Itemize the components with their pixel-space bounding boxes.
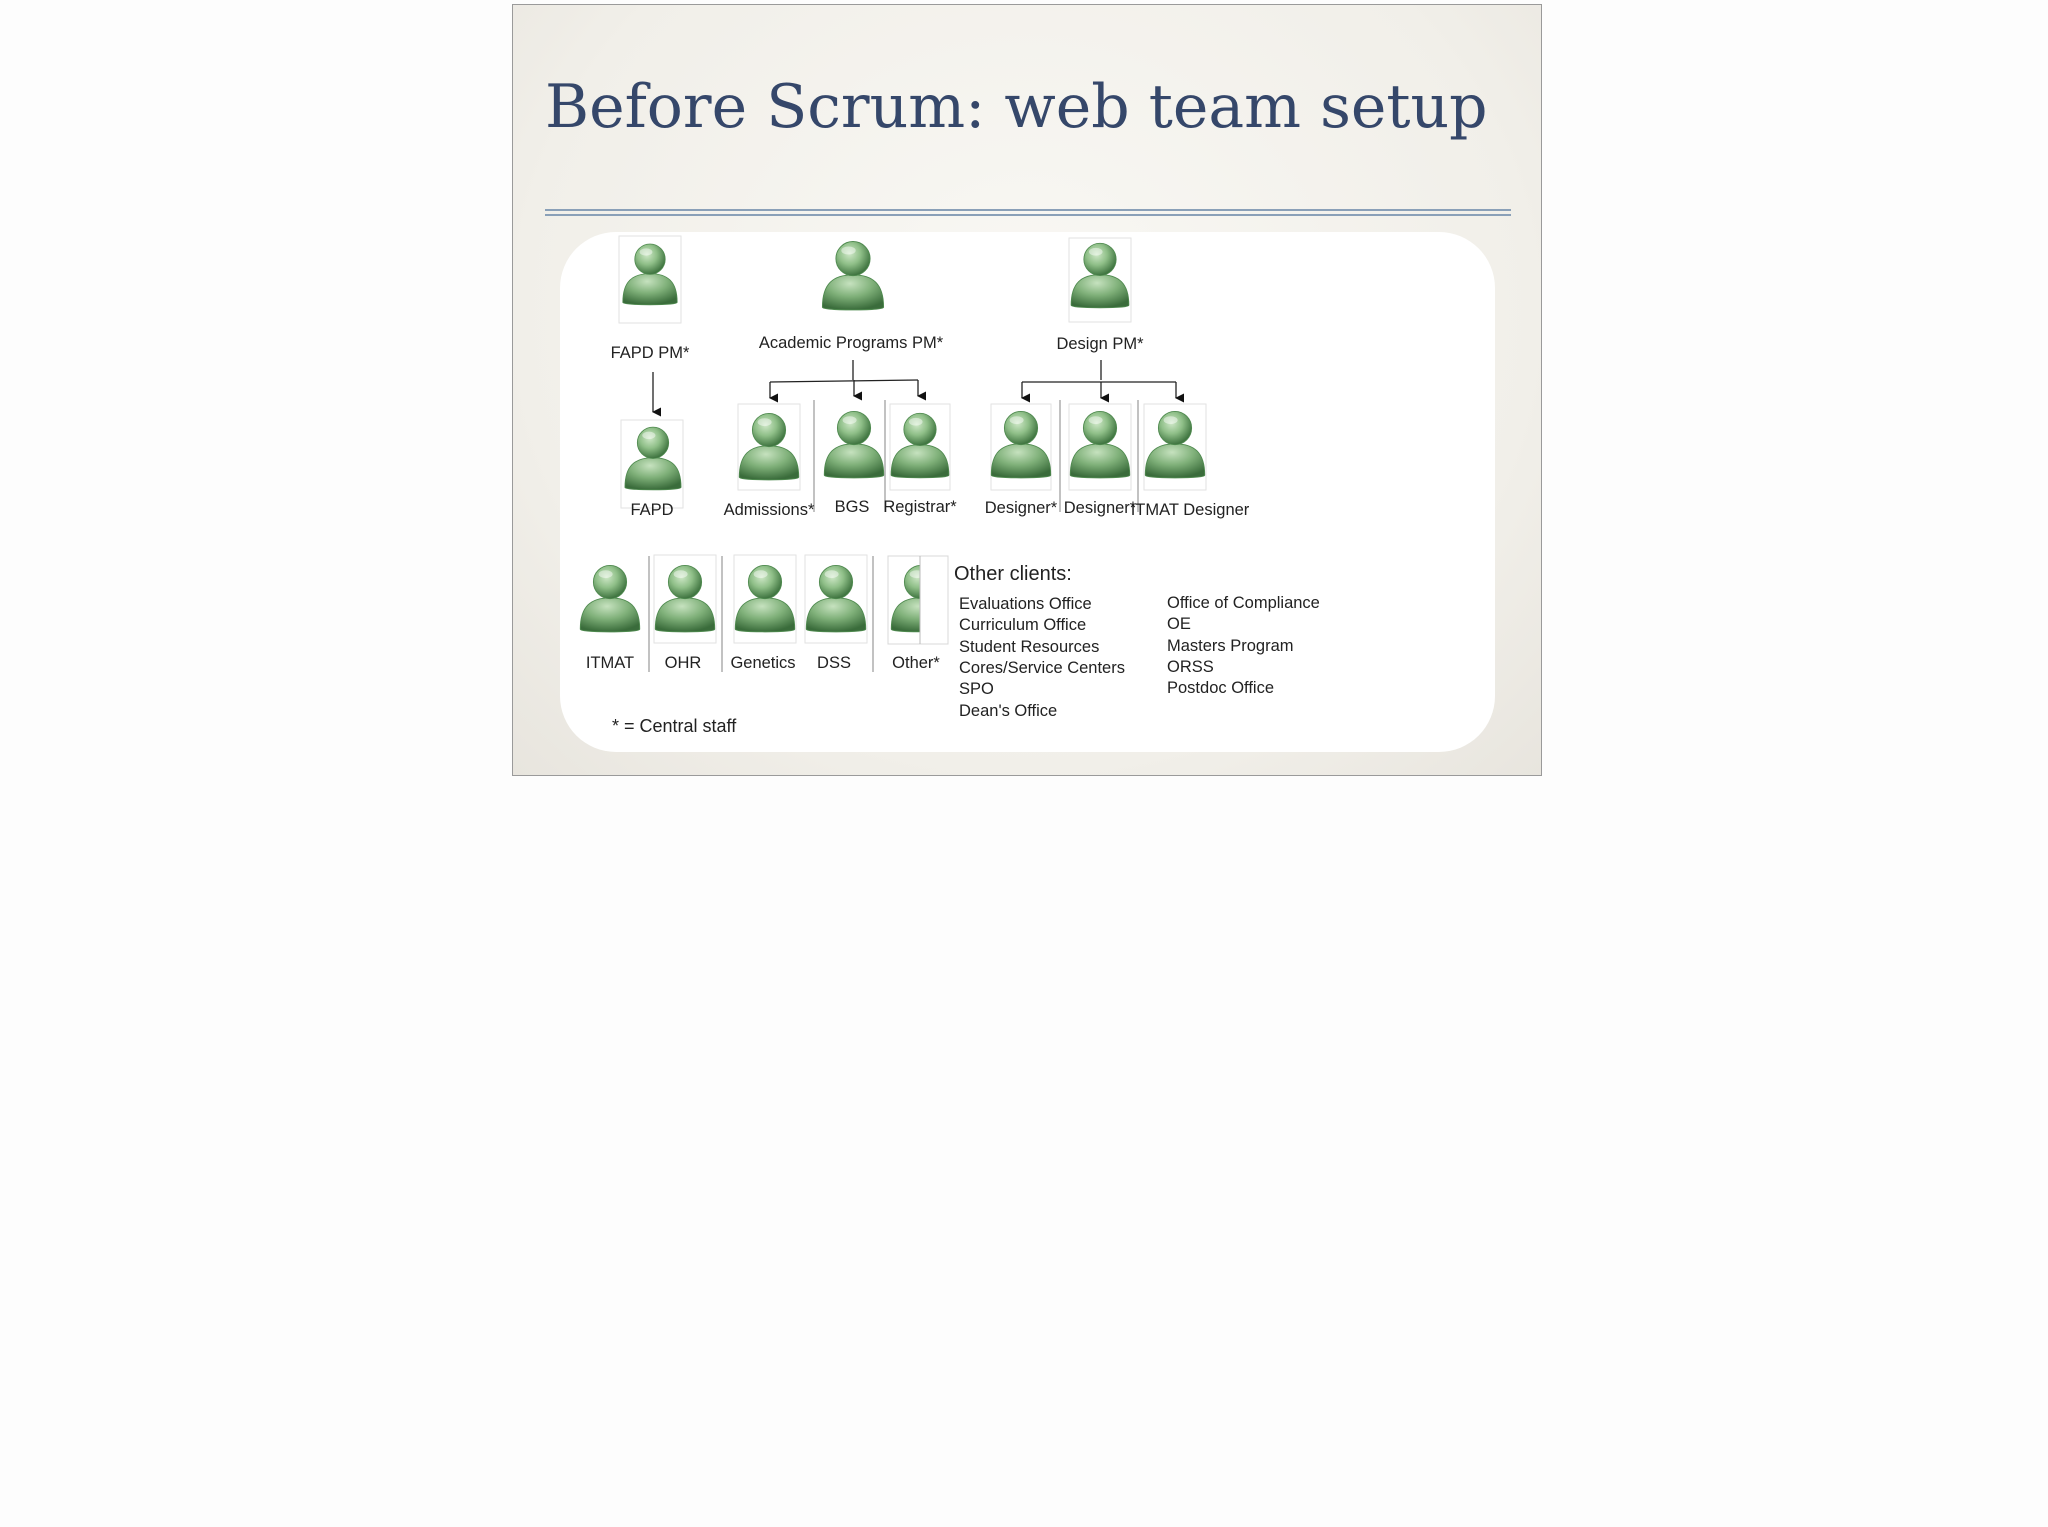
client-item: ORSS — [1167, 658, 1214, 676]
other-clients-column-1: Evaluations Office Curriculum Office Stu… — [959, 595, 1125, 720]
slide-title: Before Scrum: web team setup — [545, 72, 1488, 142]
node-label: Other* — [892, 654, 940, 672]
unit-other: Other* — [887, 555, 949, 672]
client-item: Postdoc Office — [1167, 679, 1274, 697]
org-chart: FAPD PM* Academic Programs PM* Design PM… — [579, 235, 1320, 736]
node-label: BGS — [835, 498, 870, 516]
connector-academic-bar — [769, 379, 919, 383]
unit-dss: DSS — [804, 554, 868, 672]
unit-genetics: Genetics — [730, 554, 797, 672]
node-label: Registrar* — [883, 498, 957, 516]
client-item: OE — [1167, 615, 1191, 633]
client-item: Masters Program — [1167, 637, 1294, 655]
node-label: Academic Programs PM* — [759, 334, 944, 352]
org-chart-panel: FAPD PM* Academic Programs PM* Design PM… — [560, 232, 1495, 752]
report-designer-1: Designer* — [985, 403, 1058, 517]
client-item: Cores/Service Centers — [959, 659, 1125, 677]
report-bgs: BGS — [823, 410, 885, 516]
node-label: FAPD PM* — [611, 344, 690, 362]
unit-itmat: ITMAT — [579, 564, 641, 672]
node-label: Designer* — [1064, 499, 1137, 517]
report-admissions: Admissions* — [724, 403, 815, 519]
node-label: ITMAT — [586, 654, 634, 672]
person-icon — [823, 410, 885, 479]
legend-note: * = Central staff — [612, 716, 737, 736]
slide: Before Scrum: web team setup — [512, 4, 1542, 776]
unit-ohr: OHR — [653, 554, 717, 672]
node-label: FAPD — [630, 501, 673, 519]
node-label: DSS — [817, 654, 851, 672]
client-item: Curriculum Office — [959, 616, 1086, 634]
report-designer-2: Designer* — [1064, 403, 1137, 517]
title-rule-top — [545, 209, 1511, 211]
report-itmat-designer: ITMAT Designer — [1131, 403, 1250, 519]
node-label: Admissions* — [724, 501, 815, 519]
lead-fapd-pm: FAPD PM* — [611, 235, 690, 362]
other-clients-column-2: Office of Compliance OE Masters Program … — [1167, 594, 1320, 697]
client-item: Dean's Office — [959, 702, 1057, 720]
other-clients-title: Other clients: — [954, 563, 1072, 585]
person-icon — [821, 241, 885, 311]
title-rule-bottom — [545, 214, 1511, 216]
lead-design-pm: Design PM* — [1056, 237, 1144, 353]
person-icon — [579, 564, 641, 633]
person-icon — [890, 564, 920, 633]
node-label: ITMAT Designer — [1131, 501, 1250, 519]
node-label: Designer* — [985, 499, 1058, 517]
report-registrar: Registrar* — [883, 403, 957, 516]
group-separators — [648, 400, 1139, 672]
node-label: Design PM* — [1056, 335, 1144, 353]
node-label: Genetics — [730, 654, 795, 672]
node-label: OHR — [665, 654, 702, 672]
other-clients: Other clients: Evaluations Office Curric… — [954, 563, 1320, 720]
org-connectors — [652, 360, 1184, 417]
client-item: SPO — [959, 680, 994, 698]
lead-academic-programs-pm: Academic Programs PM* — [759, 241, 944, 352]
report-fapd: FAPD — [620, 419, 684, 519]
client-item: Evaluations Office — [959, 595, 1092, 613]
client-item: Office of Compliance — [1167, 594, 1320, 612]
client-item: Student Resources — [959, 638, 1099, 656]
